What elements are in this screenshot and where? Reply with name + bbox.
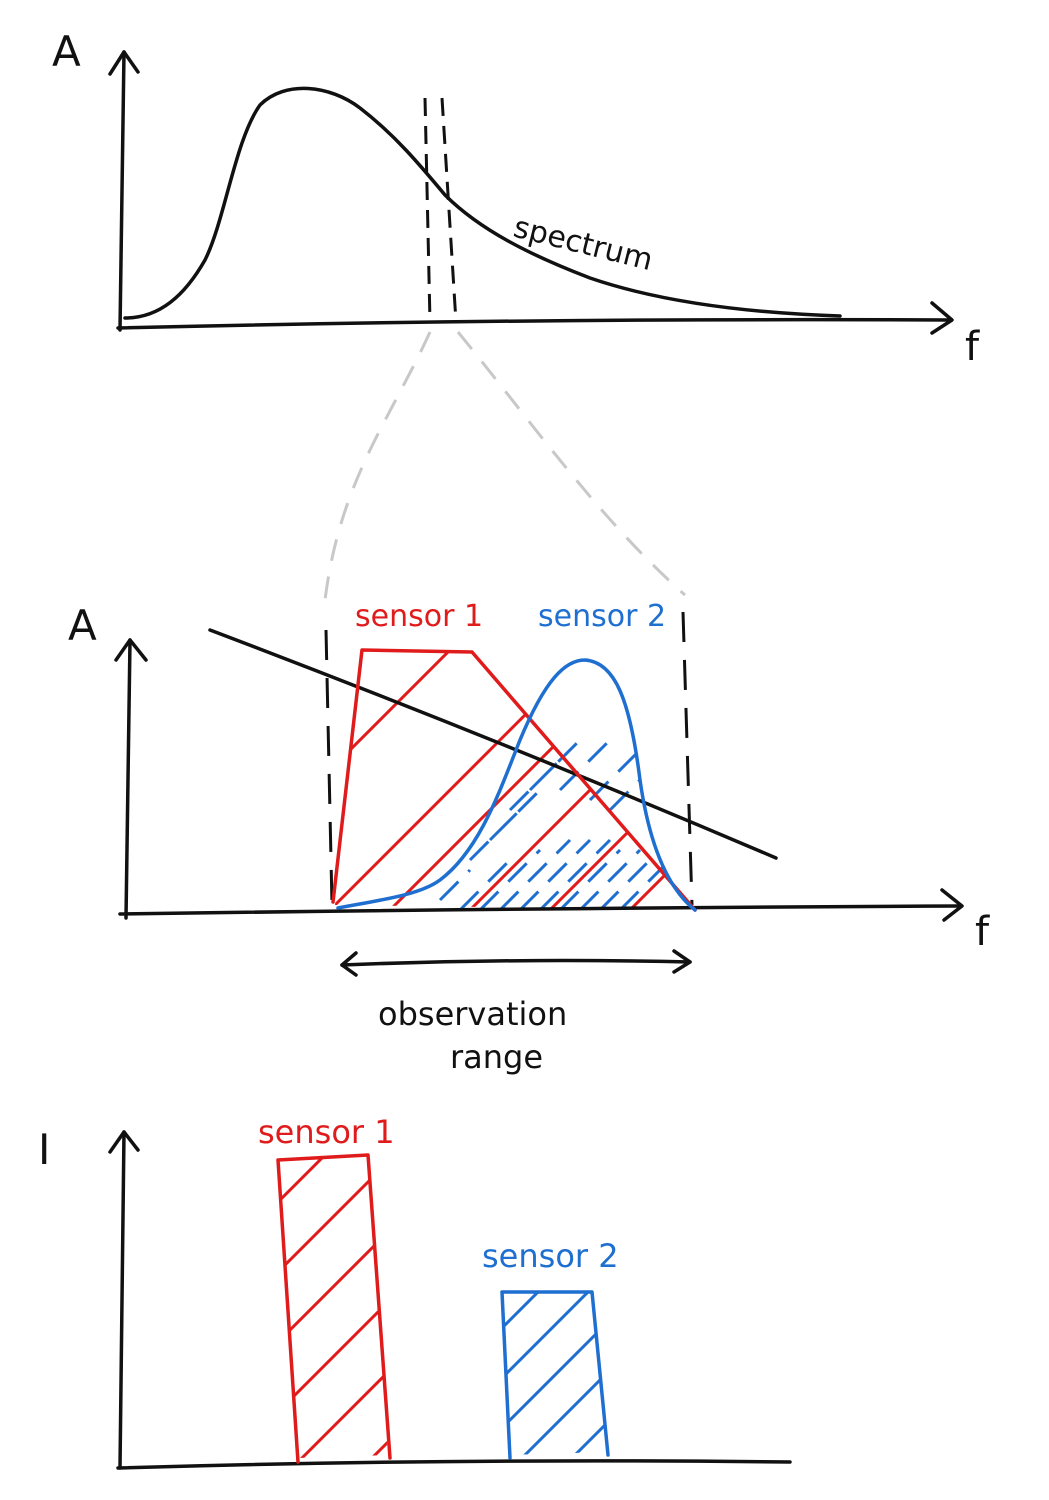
middle-y-axis-arrowhead xyxy=(114,638,148,662)
middle-sensor1-label: sensor 1 xyxy=(355,599,483,634)
spectrum-curve xyxy=(123,86,842,320)
top-x-axis-label: f xyxy=(965,324,980,370)
bottom-x-axis xyxy=(116,1459,792,1470)
bar-sensor2 xyxy=(500,1290,610,1460)
zoom-connector xyxy=(323,331,686,601)
spectrum-label: spectrum xyxy=(510,210,656,278)
sensor2-response-curve xyxy=(336,658,697,912)
bottom-sensor2-label: sensor 2 xyxy=(482,1237,619,1275)
bar-sensor2-hatch xyxy=(502,1292,606,1455)
middle-y-axis xyxy=(124,638,132,920)
observation-boundary-right xyxy=(681,611,694,906)
observation-range-arrowhead-left xyxy=(340,951,358,977)
middle-x-axis-arrowhead xyxy=(940,888,964,922)
top-x-axis-arrowhead xyxy=(930,301,954,335)
middle-panel: A f sensor 1 sensor 2 observation range xyxy=(68,599,990,1076)
observation-range-arrow xyxy=(340,958,692,967)
observation-range-label-line1: observation xyxy=(378,995,567,1033)
top-panel: A f spectrum xyxy=(52,27,980,370)
zoom-connector-left xyxy=(323,331,432,601)
middle-y-axis-label: A xyxy=(68,601,97,650)
bottom-y-axis-arrowhead xyxy=(108,1130,140,1154)
bar-sensor1 xyxy=(276,1153,392,1464)
bottom-y-axis-label: I xyxy=(38,1125,50,1174)
middle-x-axis-label: f xyxy=(975,909,990,955)
middle-x-axis xyxy=(118,904,962,916)
bottom-panel: I sensor 1 sensor 2 xyxy=(38,1113,792,1470)
bottom-y-axis xyxy=(118,1130,126,1470)
top-y-axis-arrowhead xyxy=(108,50,140,76)
observation-range-arrowhead-right xyxy=(672,949,692,974)
band-dashed-line-right xyxy=(440,97,458,323)
top-y-axis xyxy=(118,50,126,332)
zoomed-spectrum-line xyxy=(208,628,778,860)
observation-boundary-left xyxy=(324,629,334,906)
top-x-axis xyxy=(116,317,952,330)
bottom-sensor1-label: sensor 1 xyxy=(258,1113,395,1151)
observation-range-label-line2: range xyxy=(450,1038,543,1076)
middle-sensor2-label: sensor 2 xyxy=(538,599,666,634)
band-dashed-line-left xyxy=(423,97,432,323)
zoom-connector-right xyxy=(456,331,686,597)
bar-sensor1-hatch xyxy=(278,1155,388,1458)
sensor1-response-curve xyxy=(331,648,697,912)
top-y-axis-label: A xyxy=(52,27,81,76)
